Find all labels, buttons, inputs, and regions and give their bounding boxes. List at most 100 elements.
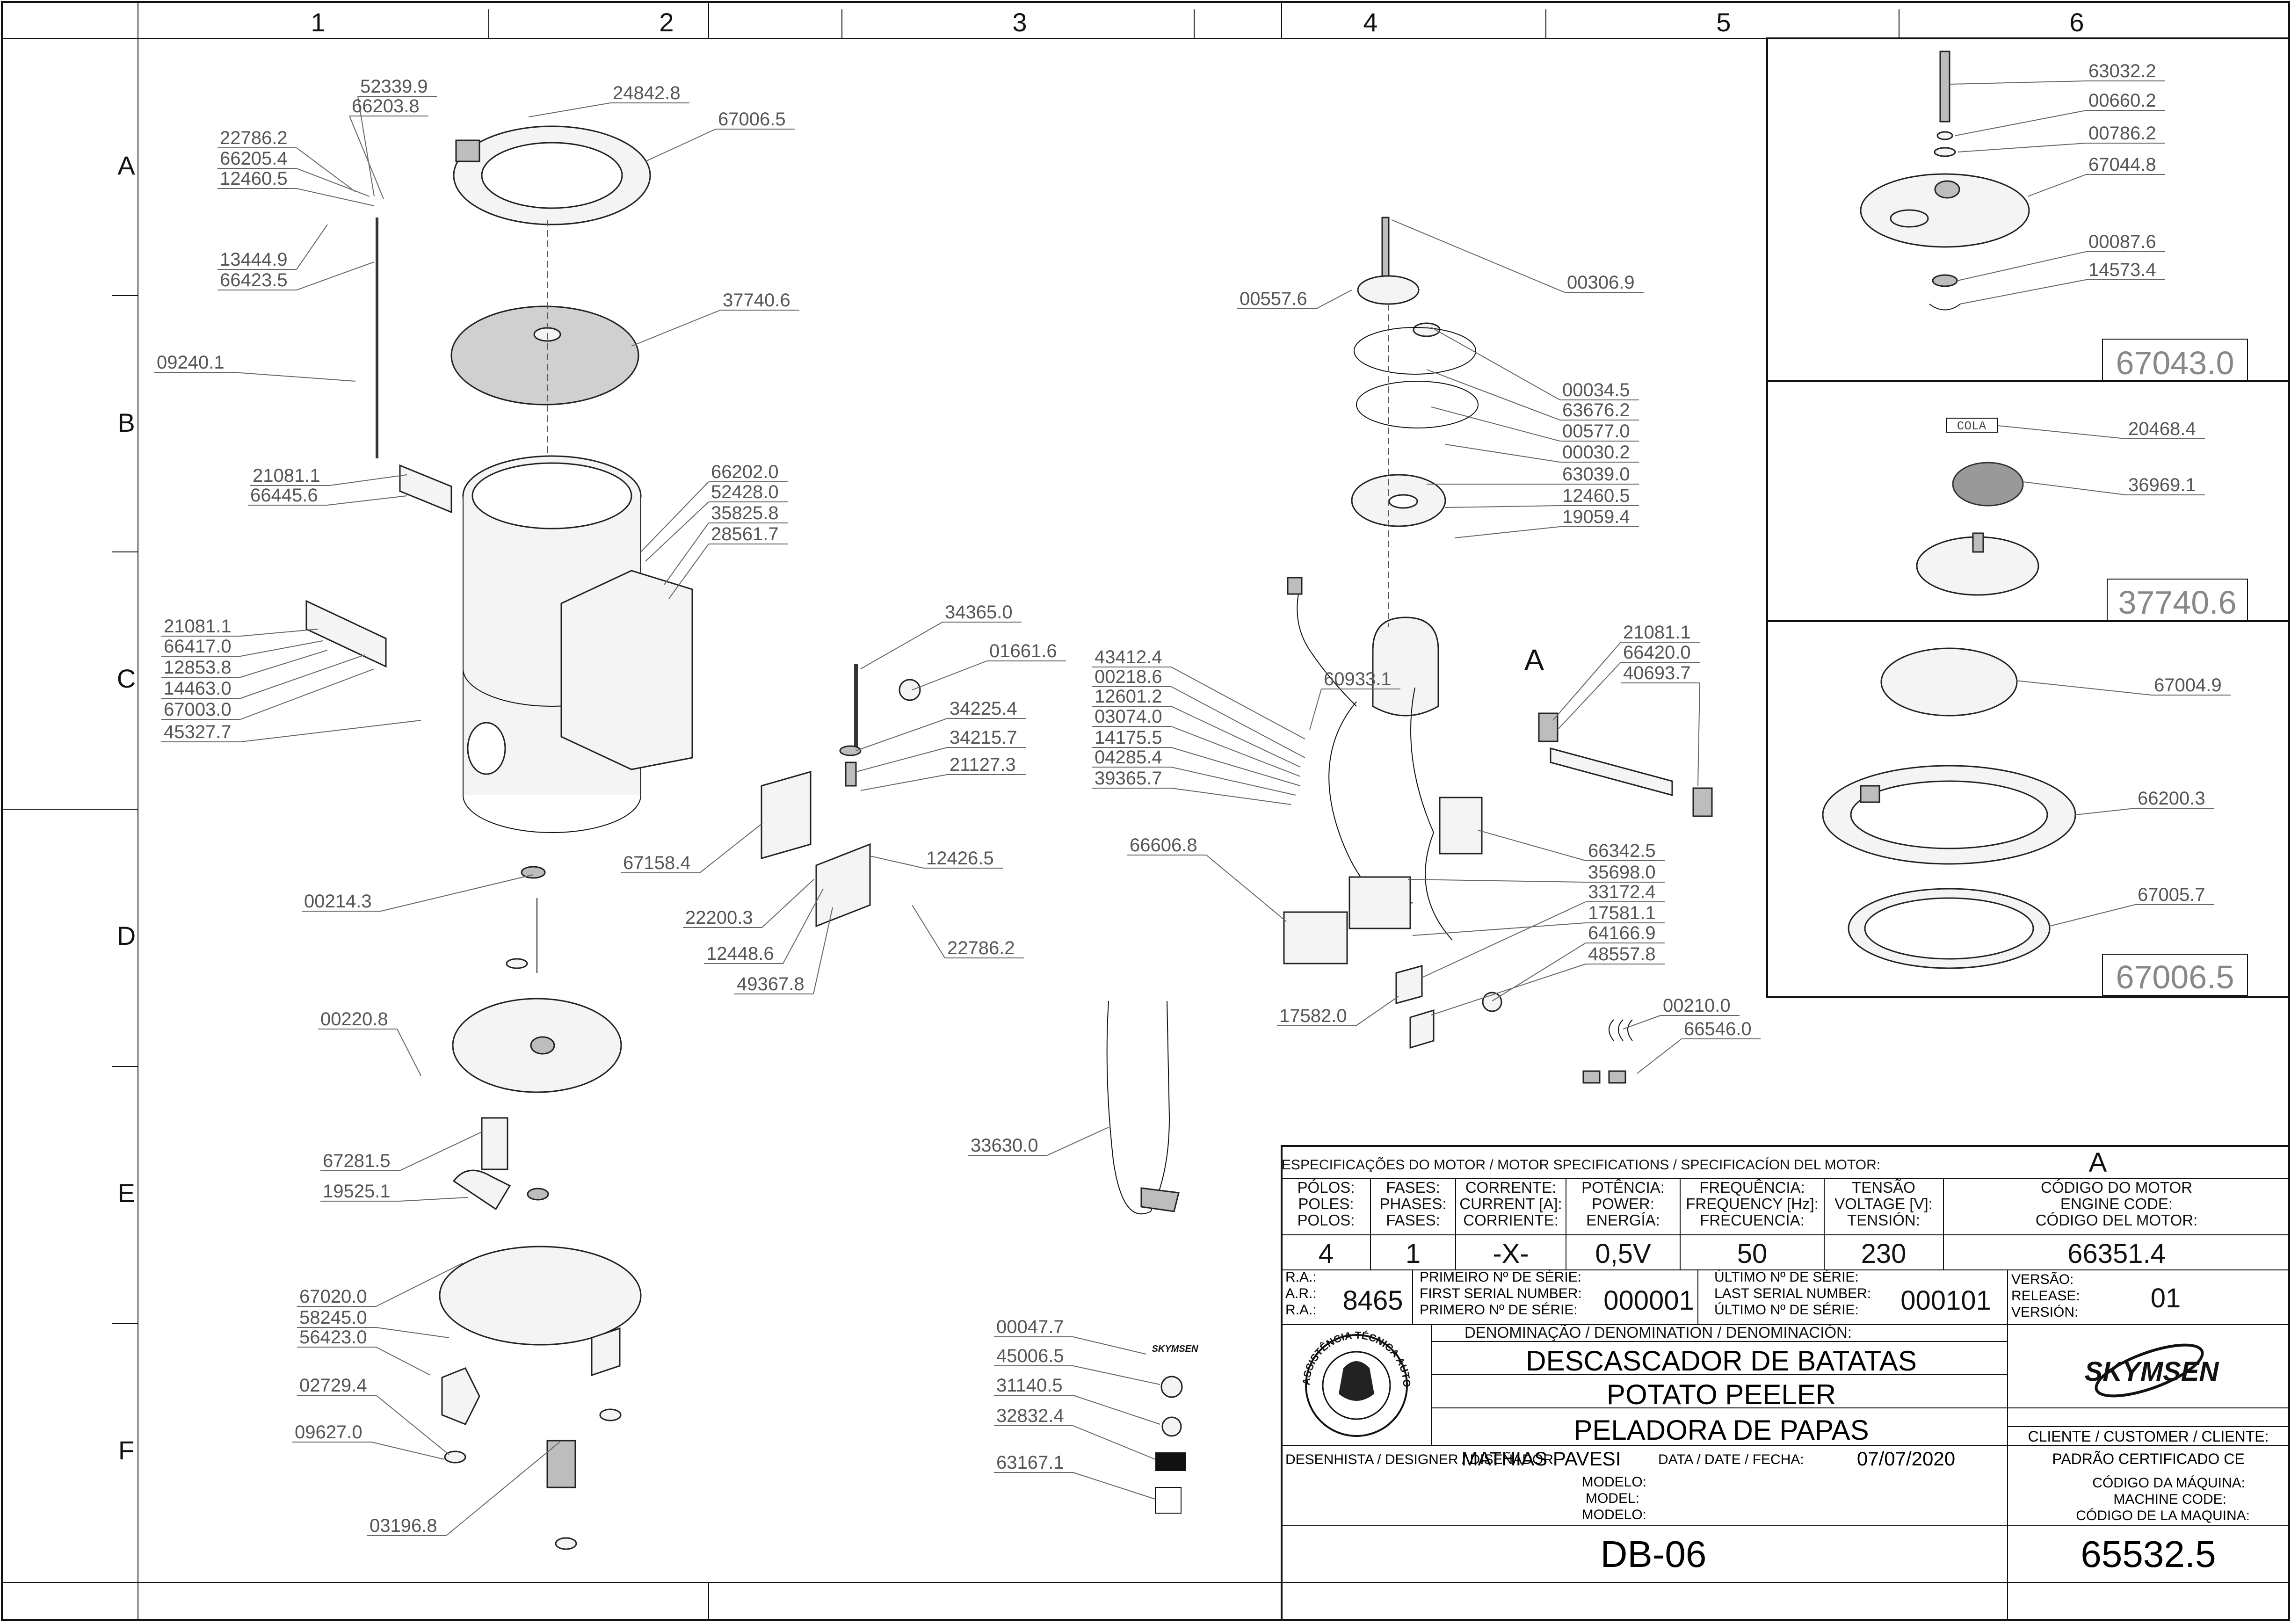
leader-line: [1697, 682, 1700, 786]
callout-00220.8: 00220.8: [318, 1009, 421, 1076]
leader-line: [376, 1395, 450, 1455]
title-block-frame: [1281, 1145, 2290, 1621]
leader-line: [699, 823, 763, 873]
version-label-2: RELEASE:: [2011, 1288, 2080, 1304]
callout-34215.7: 34215.7: [856, 727, 1026, 772]
leader-line: [1356, 996, 1399, 1026]
part-number: 24842.8: [613, 83, 681, 103]
callout-45006.5: 45006.5: [994, 1346, 1160, 1385]
callout-28561.7: 28561.7: [668, 524, 788, 599]
part-number: 00030.2: [1562, 442, 1630, 463]
part-number: 14463.0: [164, 678, 232, 699]
callout-12601.2: 12601.2: [1092, 686, 1301, 768]
part-number: 66202.0: [711, 462, 779, 482]
leader-line: [1171, 686, 1305, 758]
leader-line: [240, 640, 323, 657]
last-serial-label-3: ÚLTIMO Nº DE SÉRIE:: [1714, 1302, 1859, 1318]
part-number: 49367.8: [737, 974, 805, 994]
part-number: 09240.1: [157, 352, 225, 373]
part-number: 20468.4: [2128, 419, 2196, 439]
leader-line: [397, 1029, 421, 1076]
grid-row-D: D: [117, 921, 136, 950]
leader-line: [1073, 1472, 1156, 1500]
part-number: 12448.6: [706, 943, 774, 964]
spec-col-0: PÓLOS:POLES:POLOS:4: [1298, 1179, 1355, 1269]
leader-line: [2049, 904, 2136, 927]
part-number: 40693.7: [1623, 663, 1691, 683]
denomination-pt: DESCASCADOR DE BATATAS: [1526, 1345, 1917, 1377]
part-number: 67006.5: [718, 109, 786, 130]
first-serial-label-1: PRIMEIRO Nº DE SÉRIE:: [1420, 1269, 1581, 1285]
leader-line: [783, 888, 824, 964]
callout-00214.3: 00214.3: [302, 874, 534, 912]
callout-66606.8: 66606.8: [1127, 835, 1287, 922]
part-number: 19059.4: [1562, 507, 1630, 527]
part-number: 63032.2: [2088, 61, 2156, 81]
part-number: 66420.0: [1623, 642, 1691, 663]
callout-66420.0: 66420.0: [1557, 642, 1700, 730]
denomination-es: PELADORA DE PAPAS: [1573, 1414, 1869, 1446]
callout-66546.0: 66546.0: [1637, 1019, 1761, 1074]
leader-line: [1478, 830, 1586, 861]
callout-34225.4: 34225.4: [856, 698, 1026, 751]
spec-col-1: FASES:PHASES:FASES:1: [1379, 1179, 1446, 1269]
leader-line: [357, 96, 375, 197]
leader-line: [399, 1131, 482, 1171]
callout-24842.8: 24842.8: [528, 83, 689, 117]
callout-17581.1: 17581.1: [1412, 903, 1665, 936]
spec-header: FASES:: [1386, 1211, 1440, 1229]
callout-67005.7: 67005.7: [2049, 884, 2214, 927]
part-number-callouts: 52339.966203.824842.867006.522786.266205…: [154, 61, 2231, 1536]
spec-header: CÓDIGO DO MOTOR: [2041, 1179, 2192, 1196]
callout-36969.1: 36969.1: [2023, 475, 2205, 495]
spec-header: ENERGÍA:: [1586, 1211, 1660, 1229]
part-number: 14175.5: [1095, 727, 1162, 748]
callout-12460.5: 12460.5: [218, 168, 375, 206]
grid-row-C: C: [117, 664, 136, 693]
leader-line: [1047, 1127, 1109, 1156]
callout-00660.2: 00660.2: [1955, 90, 2165, 136]
part-number: 31140.5: [996, 1375, 1063, 1396]
callout-67281.5: 67281.5: [320, 1131, 482, 1171]
machine-code-value: 65532.5: [2081, 1533, 2216, 1575]
leader-line: [326, 495, 407, 506]
part-number: 12601.2: [1095, 686, 1162, 707]
callout-66200.3: 66200.3: [2075, 788, 2214, 815]
leader-line: [296, 168, 370, 197]
leader-line: [1073, 1425, 1156, 1460]
spec-header: VOLTAGE [V]:: [1834, 1195, 1933, 1212]
part-number: 63167.1: [996, 1452, 1064, 1473]
leader-line: [446, 1440, 562, 1536]
callout-12448.6: 12448.6: [704, 888, 824, 964]
grid-col-1: 1: [311, 7, 325, 37]
lid-detail-drawing: [1860, 51, 2030, 311]
spec-header: FASES:: [1386, 1179, 1440, 1196]
leader-line: [860, 622, 943, 669]
part-number: 66445.6: [250, 485, 318, 506]
model-value: DB-06: [1601, 1533, 1707, 1575]
callout-12460.5: 12460.5: [1445, 486, 1639, 508]
callout-67003.0: 67003.0: [161, 668, 375, 720]
leader-line: [631, 310, 721, 347]
part-number: 34365.0: [945, 602, 1013, 623]
leader-line: [240, 668, 375, 720]
part-number: 00034.5: [1562, 380, 1630, 400]
callout-49367.8: 49367.8: [734, 907, 833, 994]
part-number: 13444.9: [220, 249, 288, 270]
ra-label-1: R.A.:: [1285, 1269, 1317, 1285]
part-number: 48557.8: [1588, 944, 1656, 964]
date-value: 07/07/2020: [1857, 1448, 1955, 1470]
customer-label: CLIENTE / CUSTOMER / CLIENTE:: [2028, 1428, 2269, 1445]
part-number: 21081.1: [164, 616, 232, 637]
leader-line: [1492, 942, 1586, 1001]
leader-line: [528, 102, 611, 117]
callout-66205.4: 66205.4: [218, 148, 370, 197]
callout-33630.0: 33630.0: [968, 1127, 1109, 1156]
part-number: 17581.1: [1588, 903, 1656, 923]
spec-header: FREQUENCY [Hz]:: [1686, 1195, 1819, 1212]
spec-header: CURRENT [A]:: [1459, 1195, 1562, 1212]
part-number: 66606.8: [1130, 835, 1197, 856]
part-number: 66423.5: [220, 270, 288, 290]
